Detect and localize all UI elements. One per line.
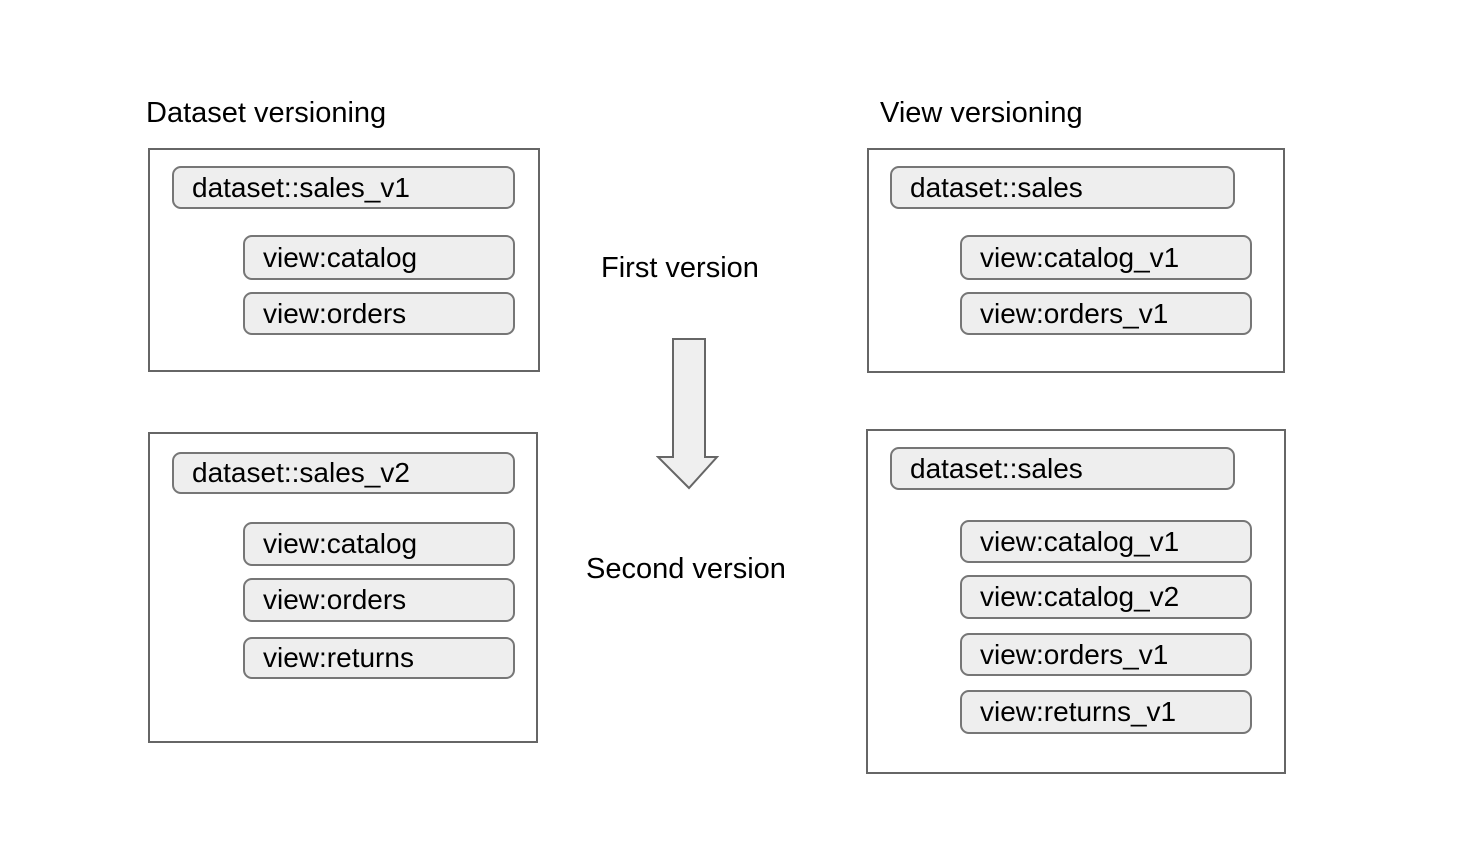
view-pill: view:catalog_v1: [960, 520, 1252, 563]
first-version-label: First version: [601, 252, 759, 284]
dataset-pill: dataset::sales: [890, 166, 1235, 209]
view-pill: view:catalog: [243, 522, 515, 566]
view-versioning-v1-box: dataset::sales view:catalog_v1 view:orde…: [867, 148, 1285, 373]
view-pill: view:returns: [243, 637, 515, 679]
view-pill: view:catalog: [243, 235, 515, 280]
view-pill: view:orders: [243, 292, 515, 335]
view-pill: view:catalog_v1: [960, 235, 1252, 280]
view-pill: view:orders_v1: [960, 633, 1252, 676]
left-column-title: Dataset versioning: [146, 97, 387, 129]
right-column-title: View versioning: [880, 97, 1083, 129]
view-pill: view:returns_v1: [960, 690, 1252, 734]
view-pill: view:orders: [243, 578, 515, 622]
dataset-pill: dataset::sales_v2: [172, 452, 515, 494]
view-pill: view:orders_v1: [960, 292, 1252, 335]
dataset-versioning-v2-box: dataset::sales_v2 view:catalog view:orde…: [148, 432, 538, 743]
second-version-label: Second version: [586, 553, 786, 585]
dataset-pill: dataset::sales: [890, 447, 1235, 490]
view-versioning-v2-box: dataset::sales view:catalog_v1 view:cata…: [866, 429, 1286, 774]
dataset-pill: dataset::sales_v1: [172, 166, 515, 209]
dataset-versioning-v1-box: dataset::sales_v1 view:catalog view:orde…: [148, 148, 540, 372]
down-arrow-icon: [655, 337, 720, 490]
view-pill: view:catalog_v2: [960, 575, 1252, 619]
